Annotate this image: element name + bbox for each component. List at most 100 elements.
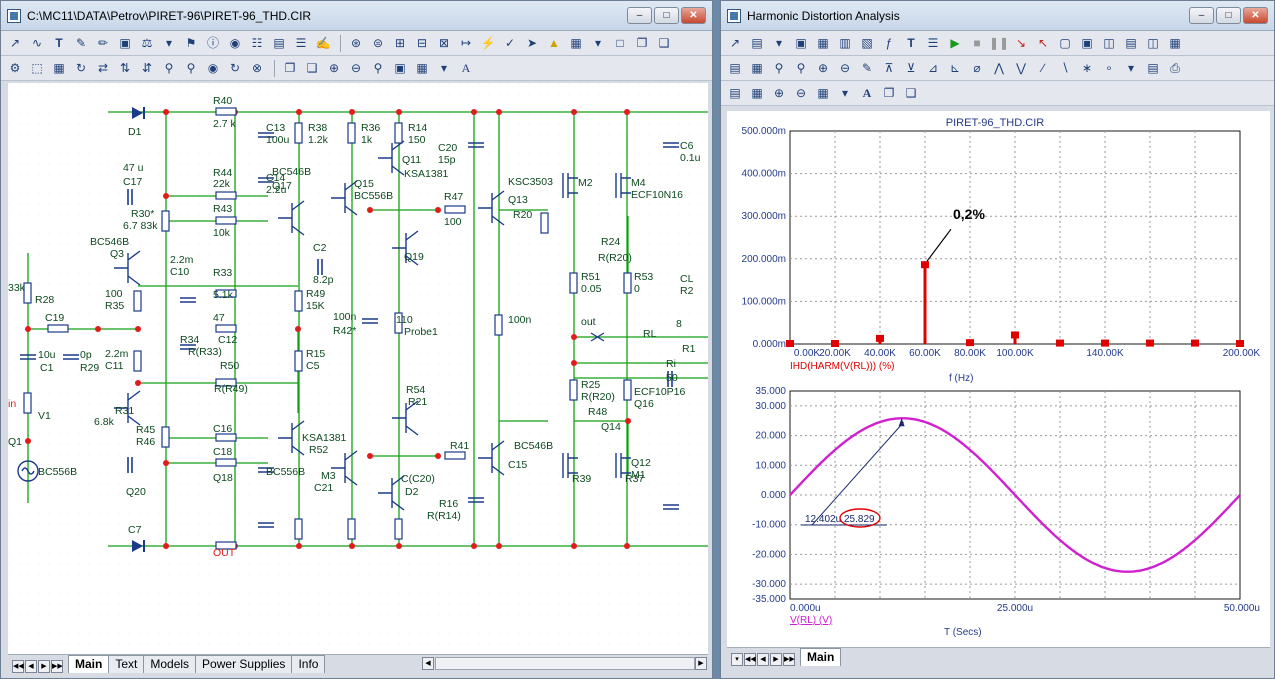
tab-info[interactable]: Info: [291, 655, 326, 673]
tab-main[interactable]: Main: [68, 655, 110, 673]
tag-icon[interactable]: ∘: [1105, 60, 1113, 75]
page-icon[interactable]: ▤: [1147, 60, 1159, 75]
stop-icon[interactable]: ◉: [207, 60, 219, 75]
low-icon[interactable]: ⊾: [949, 60, 961, 75]
prev-tab-button[interactable]: ◀: [757, 653, 769, 666]
zoom-out-icon[interactable]: ⊖: [795, 85, 807, 100]
columns-icon[interactable]: ◫: [1103, 35, 1115, 50]
cancel-icon[interactable]: ⊗: [251, 60, 263, 75]
next-tab-button[interactable]: ▶: [770, 653, 782, 666]
tab-power-supplies[interactable]: Power Supplies: [195, 655, 293, 673]
properties-icon[interactable]: ☰: [927, 35, 939, 50]
flip-icon[interactable]: ⇄: [97, 60, 109, 75]
pages-icon[interactable]: ❐: [636, 35, 648, 50]
find-next-icon[interactable]: ⚲: [186, 60, 196, 75]
list-icon[interactable]: ☰: [295, 35, 307, 50]
split-icon[interactable]: ◫: [1147, 35, 1159, 50]
power-icon[interactable]: ⚡: [480, 35, 496, 50]
pan-icon[interactable]: ▥: [839, 35, 851, 50]
scope-icon[interactable]: ▦: [751, 85, 763, 100]
pen-icon[interactable]: ✎: [75, 35, 87, 50]
formula-icon[interactable]: ƒ: [885, 35, 893, 50]
toolbar-icon[interactable]: ⚙: [9, 60, 21, 75]
trace-icon[interactable]: ▤: [729, 85, 741, 100]
info-icon[interactable]: ⓘ: [206, 35, 219, 50]
hscroll-right-button[interactable]: ▶: [695, 657, 707, 670]
hscroll-left-button[interactable]: ◀: [422, 657, 434, 670]
last-tab-button[interactable]: ▶▶: [783, 653, 795, 666]
copy-icon[interactable]: ❐: [883, 85, 895, 100]
dropdown-button[interactable]: ▾: [731, 653, 743, 666]
zoom-region-icon[interactable]: ▦: [817, 35, 829, 50]
global-low-icon[interactable]: ⋁: [1016, 60, 1026, 75]
maximize-button[interactable]: □: [1216, 7, 1241, 24]
font-icon[interactable]: A: [862, 85, 872, 100]
select-arrow-icon[interactable]: ↗: [9, 35, 21, 50]
move-icon[interactable]: ▦: [53, 60, 65, 75]
table-icon[interactable]: ▦: [1169, 35, 1181, 50]
select-arrow-icon[interactable]: ↗: [729, 35, 741, 50]
schematic-titlebar[interactable]: C:\MC11\DATA\Petrov\PIRET-96\PIRET-96_TH…: [1, 1, 712, 31]
zoom-in-icon[interactable]: ⊕: [773, 85, 785, 100]
rotate-icon[interactable]: ↻: [75, 60, 87, 75]
close-button[interactable]: ✕: [1243, 7, 1268, 24]
first-tab-button[interactable]: ◀◀: [744, 653, 756, 666]
page-icon[interactable]: □: [616, 35, 624, 50]
frame-alt-icon[interactable]: ▣: [1081, 35, 1093, 50]
high-icon[interactable]: ⊿: [927, 60, 939, 75]
paste-icon[interactable]: ❑: [905, 85, 917, 100]
warning-icon[interactable]: ▲: [548, 35, 560, 50]
zoom-out-icon[interactable]: ⊖: [839, 60, 851, 75]
dropdown-icon[interactable]: ▾: [440, 60, 448, 75]
clipboard-icon[interactable]: ▤: [751, 35, 763, 50]
fit-all-icon[interactable]: ↖: [1037, 35, 1049, 50]
props-icon[interactable]: ▤: [273, 35, 285, 50]
harmonic-titlebar[interactable]: Harmonic Distortion Analysis – □ ✕: [721, 1, 1274, 31]
select-box-icon[interactable]: ⬚: [31, 60, 43, 75]
stop-icon[interactable]: ■: [973, 35, 981, 50]
edit-icon[interactable]: ✍: [315, 35, 331, 50]
zoom-x-icon[interactable]: ⚲: [774, 60, 784, 75]
mirror-icon[interactable]: ⇅: [119, 60, 131, 75]
dropdown-icon[interactable]: ▾: [775, 35, 783, 50]
scale-icon[interactable]: ▣: [795, 35, 807, 50]
tab-main[interactable]: Main: [800, 648, 842, 666]
fit-icon[interactable]: ↘: [1015, 35, 1027, 50]
grid-text-icon[interactable]: ⊟: [416, 35, 428, 50]
global-high-icon[interactable]: ⋀: [994, 60, 1004, 75]
text-tool-icon[interactable]: T: [55, 35, 63, 50]
minimize-button[interactable]: –: [1189, 7, 1214, 24]
tab-text[interactable]: Text: [108, 655, 145, 673]
disk-icon[interactable]: ◉: [229, 35, 241, 50]
check-icon[interactable]: ✓: [504, 35, 516, 50]
next-tab-button[interactable]: ▶: [38, 660, 50, 673]
point-icon[interactable]: ∖: [1061, 60, 1069, 75]
text-tool-icon[interactable]: T: [907, 35, 915, 50]
brush-icon[interactable]: ✏: [97, 35, 109, 50]
close-button[interactable]: ✕: [681, 7, 706, 24]
next-point-icon[interactable]: ∗: [1081, 60, 1093, 75]
run-icon[interactable]: ▶: [950, 35, 960, 50]
zoom-fit-icon[interactable]: ⚲: [373, 60, 383, 75]
pin-icon[interactable]: ⊜: [372, 35, 384, 50]
network-icon[interactable]: ☷: [251, 35, 263, 50]
zoom-in-icon[interactable]: ⊕: [328, 60, 340, 75]
layout-icon[interactable]: ▤: [729, 60, 741, 75]
zoom-out-icon[interactable]: ⊖: [350, 60, 362, 75]
zoom-in-icon[interactable]: ⊕: [817, 60, 829, 75]
node-number-icon[interactable]: ⊞: [394, 35, 406, 50]
component-icon[interactable]: ▣: [119, 35, 131, 50]
tab-models[interactable]: Models: [143, 655, 197, 673]
copy-page-icon[interactable]: ❑: [658, 35, 670, 50]
flip-vertical-icon[interactable]: ⇵: [141, 60, 153, 75]
peak-icon[interactable]: ⊼: [884, 60, 894, 75]
dropdown-icon[interactable]: ▾: [1127, 60, 1135, 75]
current-icon[interactable]: ↦: [460, 35, 472, 50]
cursor-icon[interactable]: ▧: [861, 35, 873, 50]
wire-icon[interactable]: ∿: [31, 35, 43, 50]
inflection-icon[interactable]: ⌀: [973, 60, 981, 75]
zoom-y-icon[interactable]: ⚲: [796, 60, 806, 75]
prev-tab-button[interactable]: ◀: [25, 660, 37, 673]
copy-icon[interactable]: ❐: [284, 60, 296, 75]
